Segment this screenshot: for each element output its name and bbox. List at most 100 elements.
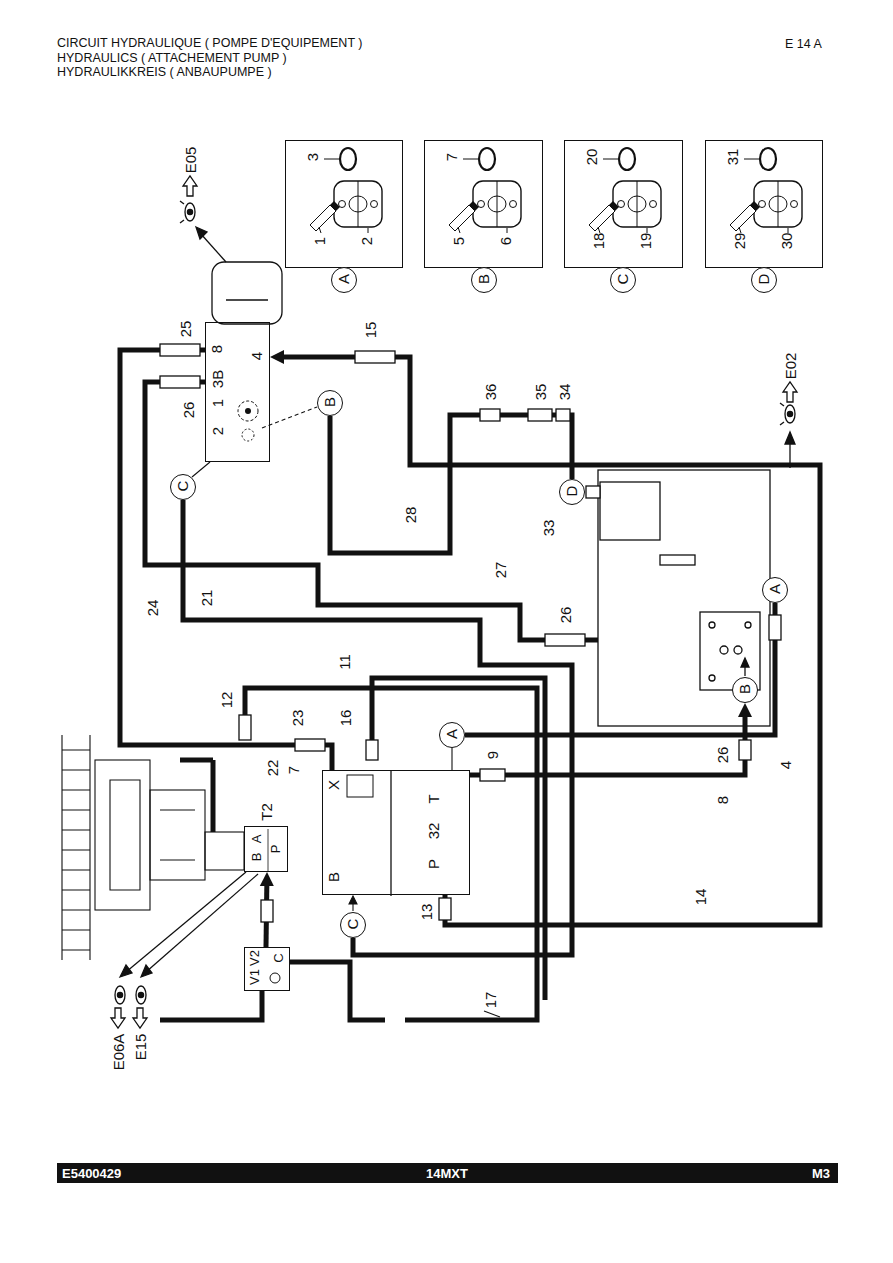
callout-number: 8: [715, 796, 730, 804]
shuttle-valve: V2V1 C: [244, 947, 290, 991]
port-letter: C: [615, 274, 630, 285]
detail-box: 5 6 7: [424, 140, 543, 268]
callout-number: 28: [403, 507, 418, 524]
port-label: 19: [638, 233, 653, 250]
footer-text: M3: [812, 1167, 830, 1180]
callout-number: 4: [778, 761, 793, 769]
port-label: 2: [210, 427, 225, 435]
detail-box: 123: [285, 140, 403, 268]
pump-body: [598, 470, 770, 726]
valve-spool: [245, 827, 289, 873]
fitting: [160, 344, 781, 922]
footer-text: E5400429: [62, 1167, 121, 1180]
reference-arrows: [111, 176, 797, 1028]
callout-number: 11: [337, 654, 352, 670]
port-letter: B: [476, 274, 491, 284]
port-label: P: [269, 845, 282, 854]
callout-number: 9: [485, 751, 500, 759]
port-label: B: [250, 853, 263, 862]
callout-number: 14: [693, 889, 708, 906]
callout-number: 27: [493, 562, 508, 579]
header-text: HYDRAULICS ( ATTACHEMENT PUMP ): [57, 52, 287, 65]
port-label: 6: [498, 237, 513, 245]
port-label: 5: [451, 237, 466, 245]
port-letter: A: [336, 274, 351, 284]
callout-number: 35: [533, 384, 548, 401]
arrow-head: [260, 872, 274, 886]
filter-ports: [206, 323, 271, 463]
hose-line: [183, 500, 572, 955]
port-label: V1: [248, 969, 261, 985]
callout-number: 22: [265, 760, 280, 777]
port-label: T: [426, 795, 441, 804]
port-label: C: [272, 954, 285, 963]
flange-clamp: [425, 141, 543, 269]
callout-number: 24: [145, 600, 160, 617]
port-letter-circle: B: [732, 677, 758, 703]
hose-connector: [330, 415, 572, 553]
port-label: 29: [732, 233, 747, 250]
callout-number: E05: [183, 147, 198, 174]
hose-connector: [465, 603, 775, 735]
hose-connector: [470, 703, 752, 775]
callout-number: T2: [259, 803, 274, 821]
callout-number: E06A: [111, 1034, 126, 1071]
callout-number: 15: [363, 322, 378, 339]
port-letter-circle: B: [471, 267, 497, 293]
port-label: 31: [725, 149, 740, 166]
hose-connector: [270, 350, 820, 925]
hose-line: [465, 603, 775, 735]
port-letter-circle: C: [340, 912, 366, 938]
callout-number: 26: [558, 607, 573, 624]
header-text: HYDRAULIKKREIS ( ANBAUPUMPE ): [57, 66, 272, 79]
flange-clamp: [706, 141, 824, 269]
callout-number: 21: [199, 590, 214, 607]
callout-number: 17: [483, 992, 498, 1009]
callout-number: 13: [419, 904, 434, 921]
port-label: 1: [210, 399, 225, 407]
callout-number: 26: [181, 402, 196, 419]
port-label: 8: [209, 345, 224, 353]
hose-connector: [183, 500, 572, 955]
filter-cap: [212, 262, 282, 324]
engine-outline: [62, 735, 244, 960]
hose-line: [330, 415, 572, 553]
port-letter-circle: A: [439, 722, 465, 748]
port-letter: C: [345, 919, 360, 930]
port-label: 32: [426, 823, 441, 840]
port-letter: D: [564, 486, 579, 497]
port-label: 30: [779, 233, 794, 250]
port-label: 3B: [210, 370, 225, 388]
detail-box: 29 30 31: [705, 140, 823, 268]
valve-block-detail: [323, 771, 471, 896]
port-letter-circle: C: [170, 474, 196, 500]
port-label: 1: [312, 237, 327, 245]
port-letter: A: [444, 729, 459, 739]
port-label: 7: [444, 153, 459, 161]
header-text: E 14 A: [785, 38, 822, 51]
port-label: 4: [249, 352, 264, 360]
port-label: V2: [248, 950, 261, 966]
callout-number: E15: [133, 1034, 148, 1061]
port-label: 18: [591, 233, 606, 250]
port-label: 3: [305, 153, 320, 161]
flange-clamp: [565, 141, 683, 269]
arrow-head: [738, 703, 752, 717]
port-letter-circle: A: [331, 267, 357, 293]
callout-number: 7: [286, 766, 301, 774]
hose-line: [470, 713, 745, 775]
hose-connector: [260, 872, 274, 947]
flange-clamp: [286, 141, 404, 269]
port-letter: C: [175, 481, 190, 492]
port-letter: D: [756, 274, 771, 285]
port-letter-circle: A: [762, 577, 788, 603]
hose-line: [280, 357, 820, 925]
footer-text: 14MXT: [426, 1167, 468, 1180]
port-label: A: [250, 835, 263, 844]
callout-number: 12: [219, 692, 234, 709]
diagram-title: CIRCUIT HYDRAULIQUE ( POMPE D'EQUIPEMENT…: [57, 37, 362, 50]
port-label: 20: [584, 149, 599, 166]
hose-connector: [120, 350, 332, 770]
callout-number: 26: [715, 747, 730, 764]
